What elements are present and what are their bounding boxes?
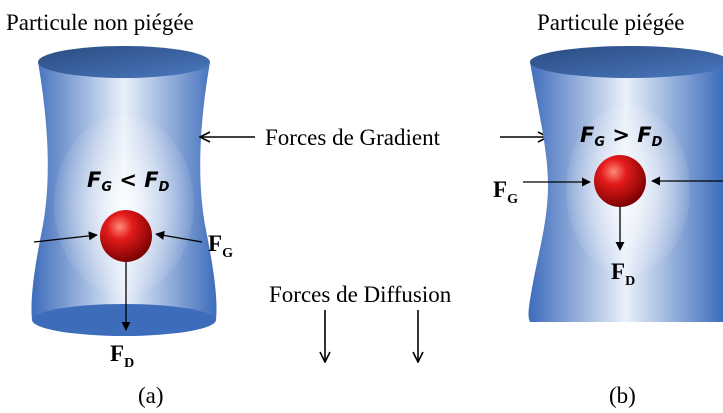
left-gradient-arrow-in [33,231,98,243]
diffusion-label: Forces de Diffusion [269,282,452,307]
right-force-d-label: FD [611,259,635,289]
right-panel-title: Particule piégée [537,10,685,35]
left-force-g-label: FG [208,231,233,261]
right-beam-top [530,46,723,78]
right-particle [594,155,646,207]
left-panel: Particule non piégée FG < FD FG FD (a) [6,10,233,408]
right-force-g-label: FG [493,177,518,207]
left-gradient-arrow-right [155,230,203,243]
left-caption: (a) [138,383,164,408]
center-labels: Forces de Gradient Forces de Diffusion [200,125,548,362]
right-condition: FG > FD [580,123,663,150]
left-particle [100,210,152,262]
left-panel-title: Particule non piégée [6,10,194,35]
left-beam-top [38,46,210,78]
left-condition: FG < FD [87,168,170,195]
gradient-label: Forces de Gradient [265,125,441,150]
right-panel: Particule piégée FG > FD FG FD (b) [493,10,723,408]
right-caption: (b) [609,383,636,408]
left-force-d-label: FD [110,341,134,371]
